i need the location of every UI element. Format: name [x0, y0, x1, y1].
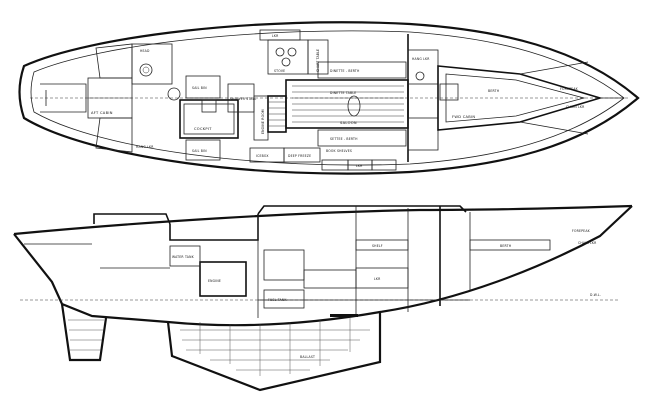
plan-fwd-sink-icon: [415, 71, 425, 81]
profile-shelf: [355, 239, 409, 251]
plan-locker-stbd-3: [371, 159, 397, 171]
plan-view: AFT CABIN HANG LKR HEAD SAIL BIN SAIL BI…: [18, 21, 640, 175]
plan-label-berth: BERTH: [488, 89, 500, 93]
plan-label-shower: SHOWER STALL: [230, 97, 257, 101]
plan-label-sail-bin-port: SAIL BIN: [192, 86, 207, 90]
profile-keel: [166, 312, 382, 392]
plan-label-dinette-berth: DINETTE - BERTH: [330, 69, 360, 73]
profile-hull: [13, 205, 633, 327]
plan-v-berth: [445, 73, 586, 123]
plan-sail-bin-stbd: [185, 139, 221, 161]
plan-cockpit-well: [183, 103, 235, 135]
plan-label-hang-lkr-aft: HANG LKR: [136, 145, 154, 149]
plan-saloon-sole-planking: [292, 85, 404, 123]
profile-view: BALLAST D.W.L. ENGINE WATER TANK FUEL TA…: [13, 204, 633, 392]
plan-fwd-locker-stbd: [407, 117, 439, 151]
plan-hull-outline: [18, 21, 640, 175]
profile-lockers: [355, 267, 409, 289]
plan-deep-freeze: [283, 147, 321, 163]
plan-hatch: [201, 99, 217, 113]
profile-label-locker: LKR: [374, 277, 381, 281]
plan-label-saloon: SALOON: [340, 121, 357, 125]
profile-label-chain-locker: CHAIN LKR: [578, 241, 597, 245]
plan-fwd-bench: [439, 83, 459, 101]
profile-settee: [303, 269, 357, 289]
plan-label-forepeak: FOREPEAK: [560, 87, 579, 91]
plan-label-aft-cabin: AFT CABIN: [91, 111, 113, 115]
profile-fwd-berth: [469, 239, 551, 251]
plan-label-sail-bin-stbd: SAIL BIN: [192, 149, 207, 153]
profile-water-tank: [169, 245, 201, 267]
plan-label-hang-lkr: HANG LKR: [412, 57, 430, 61]
plan-inner-hull: [30, 30, 625, 166]
plan-label-icebox: ICEBOX: [256, 154, 269, 158]
profile-aft-trunk: [93, 213, 171, 225]
plan-label-stove: STOVE: [274, 69, 285, 73]
plan-label-settee-berth: SETTEE - BERTH: [330, 137, 358, 141]
plan-label-dinette-table: DINETTE TABLE: [330, 91, 356, 95]
profile-label-berth: BERTH: [500, 244, 512, 248]
plan-label-fwd-cabin: FWD CABIN: [452, 115, 475, 119]
plan-settee-berth: [317, 129, 407, 147]
plan-label-locker-stbd: LKR: [356, 164, 363, 168]
plan-aft-bunk-stbd: [95, 117, 133, 153]
profile-label-ballast: BALLAST: [300, 355, 315, 359]
plan-label-chart-table: CHART TABLE: [316, 49, 320, 72]
plan-aft-bunk-port: [95, 43, 133, 79]
plan-fwd-cabin: [437, 65, 603, 131]
profile-rudder: [60, 303, 108, 362]
profile-engine: [199, 261, 247, 297]
plan-label-head: HEAD: [140, 49, 150, 53]
plan-sink-icon: [167, 87, 181, 101]
profile-keel-bolt-plate: [330, 314, 358, 317]
profile-label-dwl: D.W.L.: [590, 293, 601, 297]
plan-burner-1-icon: [275, 47, 285, 57]
plan-label-book-shelves: BOOK SHELVES: [326, 149, 352, 153]
plan-burner-3-icon: [281, 57, 291, 67]
plan-transom: [40, 83, 87, 113]
profile-label-forepeak: FOREPEAK: [572, 229, 591, 233]
profile-label-shelf: SHELF: [372, 244, 383, 248]
plan-fwd-bulk-stbd: [519, 121, 589, 135]
plan-label-chain-locker: CHAIN LKR: [566, 105, 585, 109]
profile-cabin-house: [257, 205, 467, 215]
profile-galley-counter: [263, 249, 305, 281]
plan-toilet-icon: [139, 63, 153, 77]
plan-label-deep-freeze: DEEP FREEZE: [288, 154, 311, 158]
plan-burner-2-icon: [287, 47, 297, 57]
plan-toilet-seat-icon: [142, 66, 150, 74]
plan-locker-port-1: [259, 29, 301, 41]
plan-saloon-table-icon: [347, 95, 361, 117]
plan-label-engine-room: ENGINE ROOM: [261, 109, 265, 134]
profile-sheer: [13, 204, 633, 236]
profile-rudder-hatch: [68, 319, 104, 351]
profile-label-engine: ENGINE: [208, 279, 221, 283]
plan-label-cockpit: COCKPIT: [194, 127, 212, 131]
plan-fwd-bulk-port: [519, 61, 589, 75]
plan-sail-bin-port: [185, 75, 221, 99]
profile-label-water-tank: WATER TANK: [172, 255, 195, 259]
plan-cockpit: [179, 99, 239, 139]
plan-head: [131, 43, 173, 85]
profile-ballast-hatch: [180, 316, 370, 376]
plan-label-locker-port: LKR: [272, 34, 279, 38]
profile-fuel-tank: [263, 289, 305, 309]
plan-dinette-berth: [317, 61, 407, 79]
